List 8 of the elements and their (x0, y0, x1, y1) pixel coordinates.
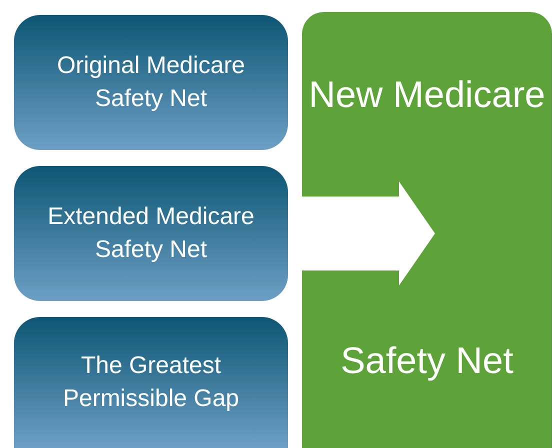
panel-heading: The Greatest Permissible Gap (62, 351, 240, 414)
category-box (14, 317, 288, 448)
category-box (14, 15, 288, 150)
panel-heading: Original Medicare Safety Net (56, 51, 246, 114)
panel-heading: New Medicare (308, 74, 546, 116)
panel-label: Safety Net (340, 340, 514, 382)
category-box (14, 166, 288, 301)
panel-heading: Extended Medicare Safety Net (46, 202, 256, 264)
